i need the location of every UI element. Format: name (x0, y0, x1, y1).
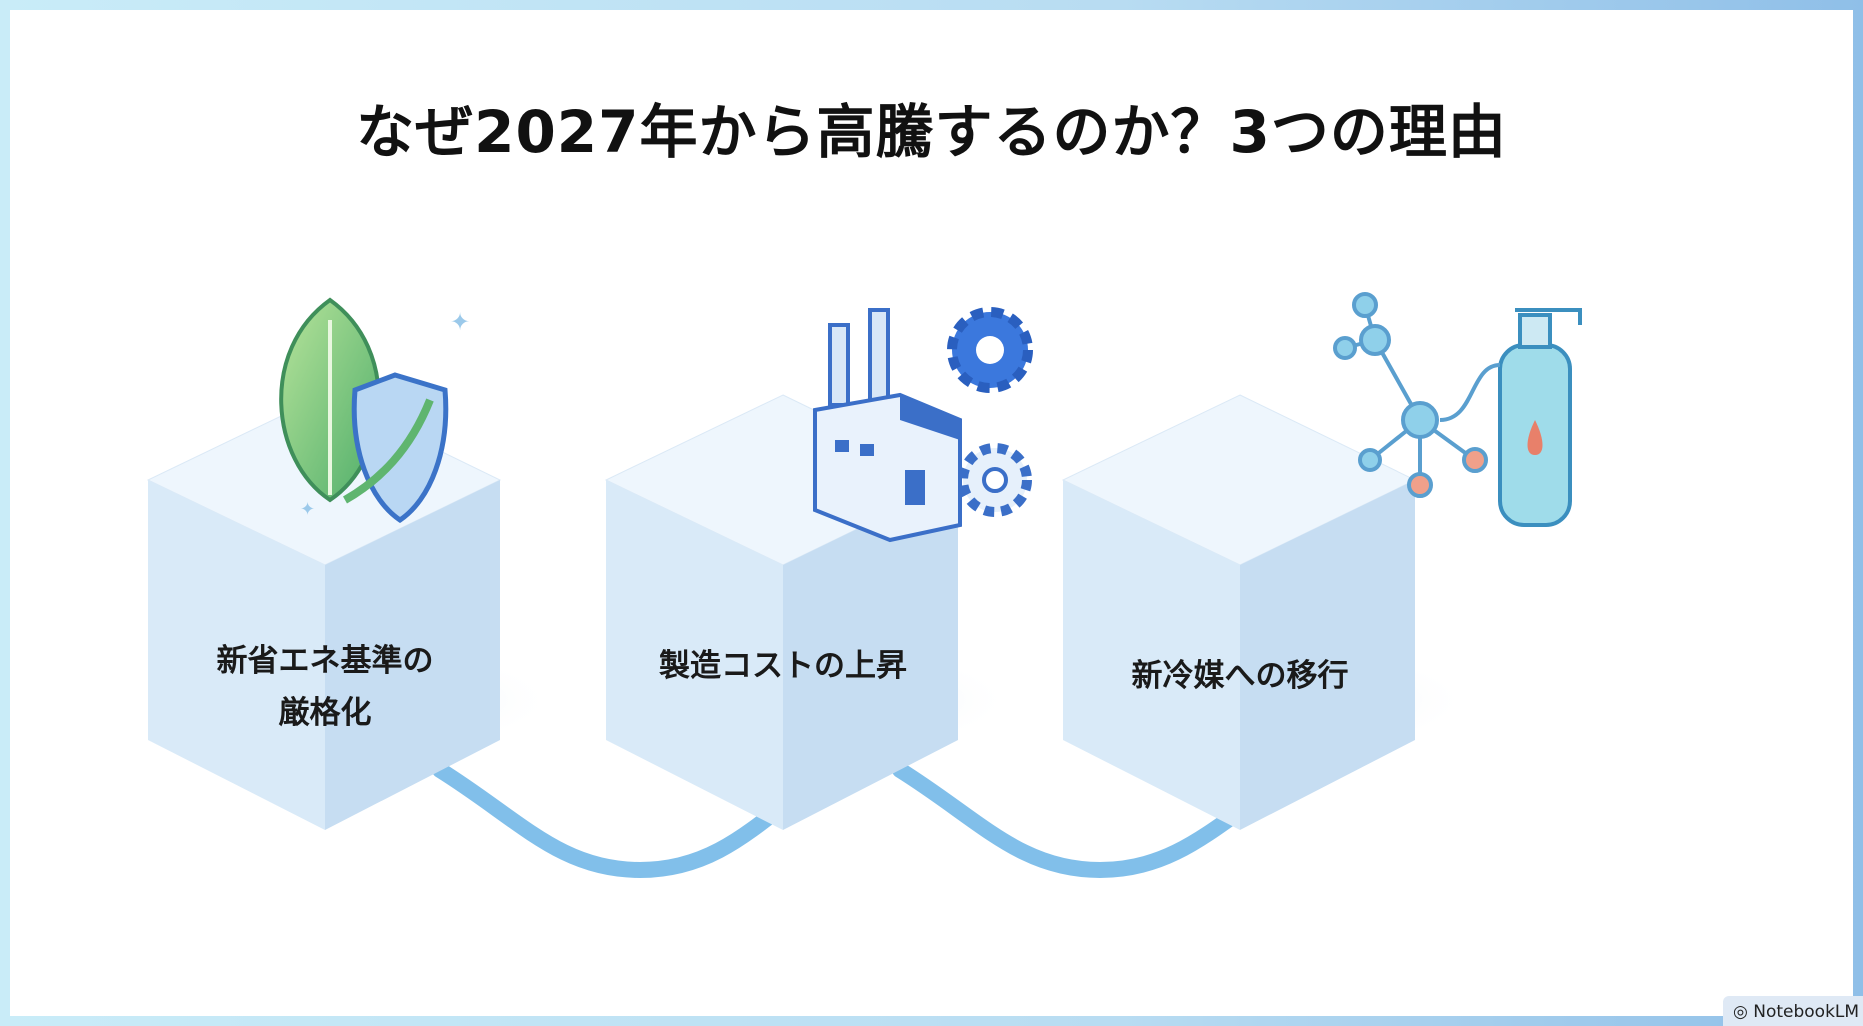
notebooklm-icon: ◎ (1733, 1002, 1754, 1022)
svg-text:✦: ✦ (450, 308, 470, 336)
leaf-shield-icon: ✦ ✦ (279, 297, 470, 524)
badge-label: NotebookLM (1753, 1002, 1860, 1022)
reason-1-label: 新省エネ基準の 厳格化 (175, 635, 475, 739)
cube-3 (1061, 394, 1417, 830)
reason-1-label-line2: 厳格化 (278, 695, 372, 731)
factory-gears-icon (813, 307, 1033, 543)
notebooklm-badge[interactable]: ◎ NotebookLM (1723, 996, 1863, 1026)
reason-1-label-line1: 新省エネ基準の (216, 643, 434, 679)
svg-text:✦: ✦ (300, 499, 315, 520)
reason-2-label: 製造コストの上昇 (659, 648, 907, 684)
reason-3-label: 新冷媒への移行 (1131, 658, 1349, 694)
slide-title: なぜ2027年から高騰するのか？3つの理由 (356, 98, 1507, 166)
molecule-gas-cylinder-icon (1333, 292, 1582, 527)
